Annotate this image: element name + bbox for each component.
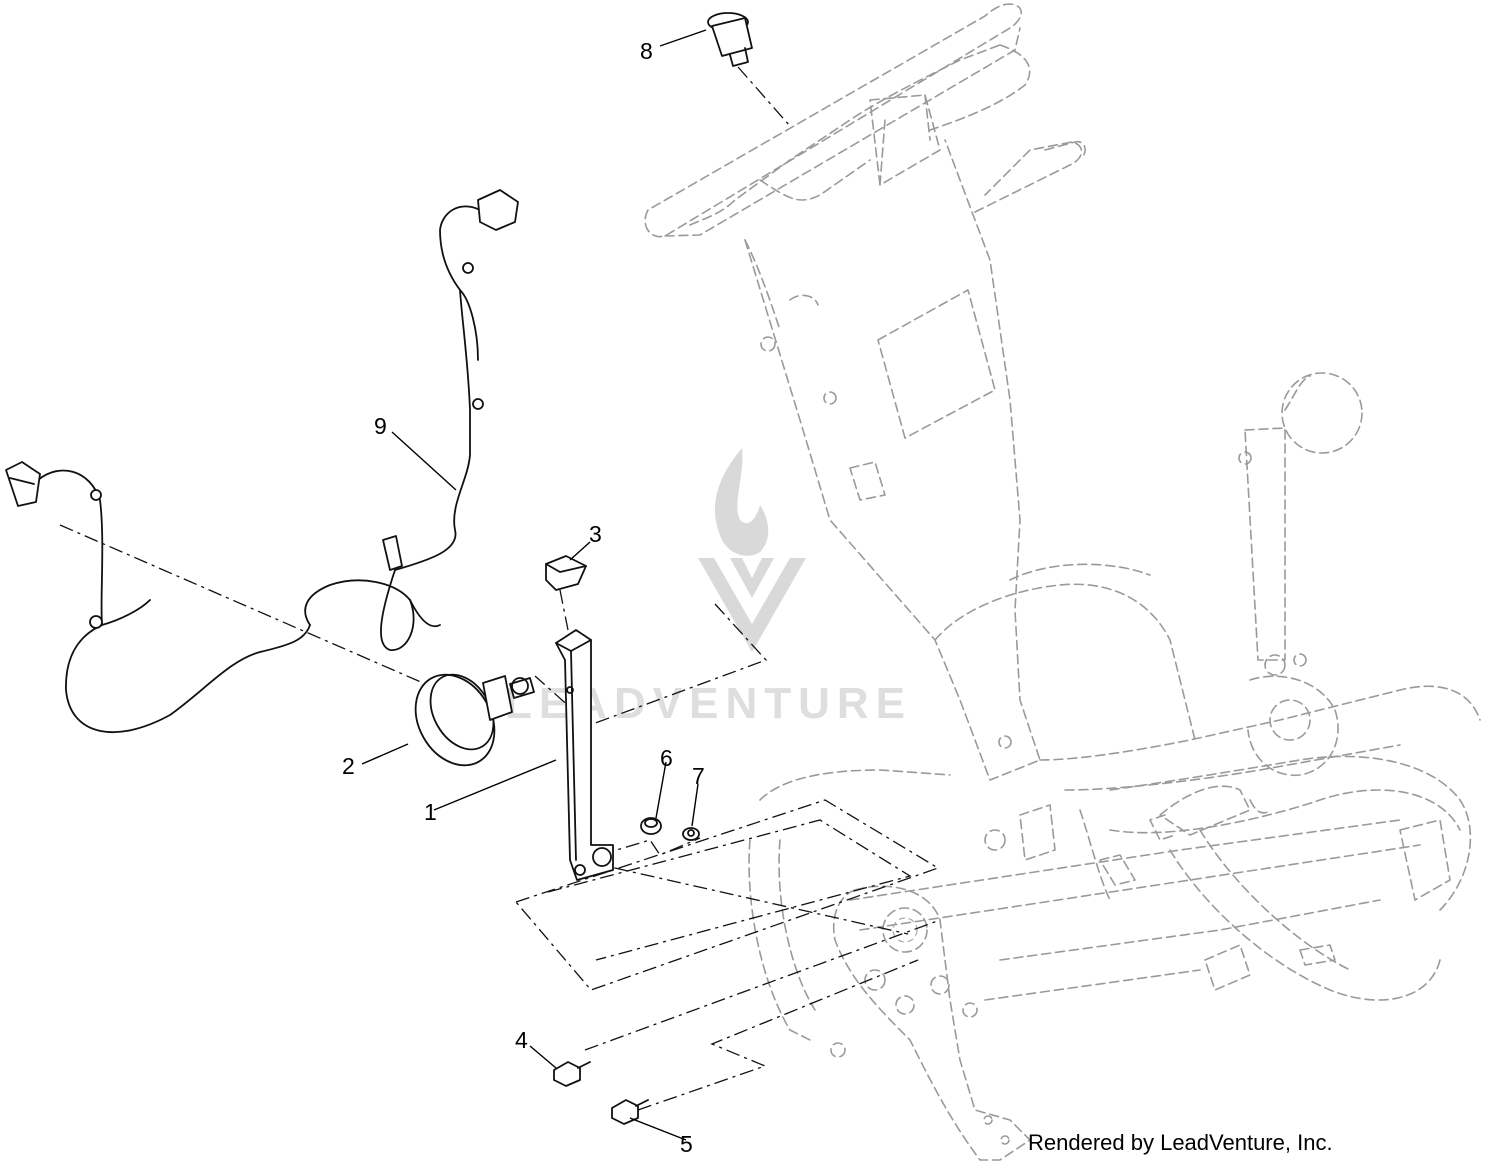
bolt-4 bbox=[553, 1061, 591, 1087]
callout-9: 9 bbox=[374, 413, 387, 439]
work-light bbox=[414, 673, 535, 767]
callout-4: 4 bbox=[515, 1027, 528, 1053]
callout-labels: 1 2 3 4 5 6 7 8 9 bbox=[342, 38, 705, 1157]
callout-1: 1 bbox=[424, 799, 437, 825]
callout-8: 8 bbox=[640, 38, 653, 64]
wiring-harness bbox=[5, 189, 519, 734]
end-cap bbox=[545, 555, 587, 591]
callout-7: 7 bbox=[692, 763, 705, 789]
mounting-outlines bbox=[59, 66, 941, 1111]
callout-5: 5 bbox=[680, 1131, 693, 1157]
spacer bbox=[640, 817, 662, 835]
callout-2: 2 bbox=[342, 753, 355, 779]
render-credit: Rendered by LeadVenture, Inc. bbox=[1028, 1130, 1333, 1155]
lock-nut bbox=[682, 827, 700, 841]
bolt-5 bbox=[611, 1099, 649, 1125]
light-bracket bbox=[555, 629, 614, 881]
callout-3: 3 bbox=[589, 521, 602, 547]
leader-lines bbox=[361, 29, 707, 1141]
callout-6: 6 bbox=[660, 745, 673, 771]
light-switch bbox=[707, 12, 753, 67]
steering-assembly-ghost bbox=[644, 3, 1481, 1161]
